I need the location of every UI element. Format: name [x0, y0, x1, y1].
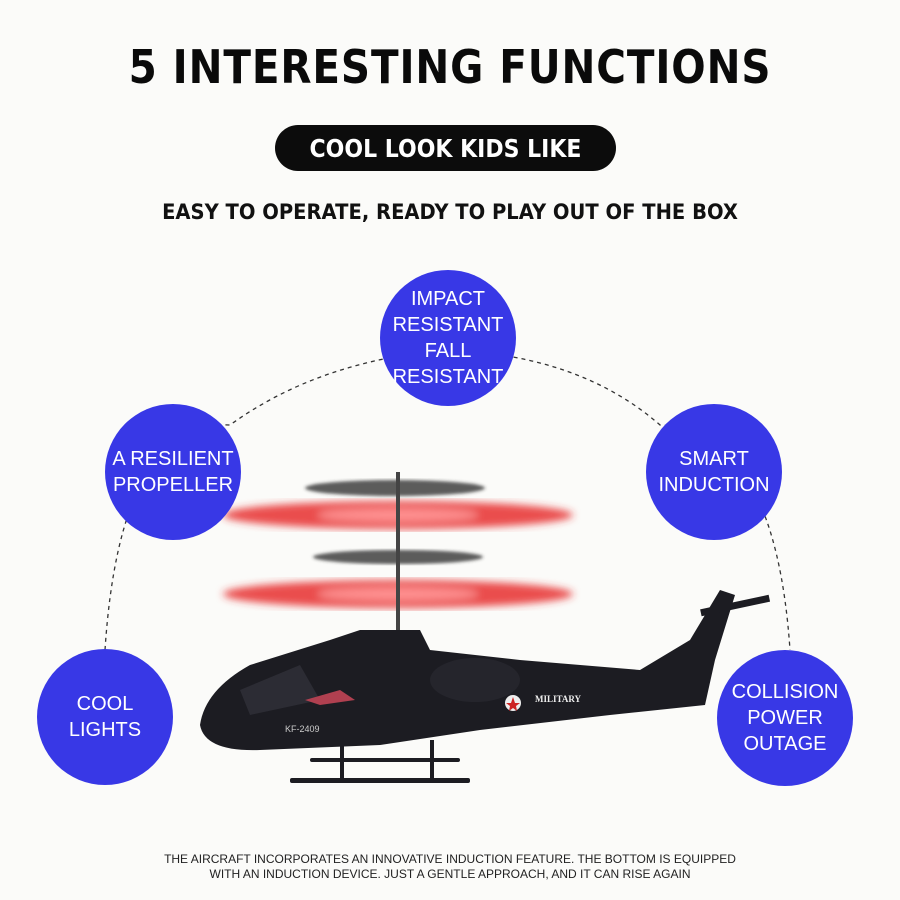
upper-rotor-dark — [305, 480, 485, 496]
subtitle: EASY TO OPERATE, READY TO PLAY OUT OF TH… — [162, 200, 738, 224]
feature-cool-lights: COOL LIGHTS — [37, 649, 173, 785]
footer-line-2: WITH AN INDUCTION DEVICE. JUST A GENTLE … — [209, 867, 691, 881]
feature-label: COLLISION POWER OUTAGE — [731, 681, 839, 755]
model-marking: KF-2409 — [285, 724, 320, 734]
page-title: 5 INTERESTING FUNCTIONS — [128, 40, 772, 94]
feature-label: COOL LIGHTS — [68, 693, 142, 741]
feature-resilient-propeller: A RESILIENT PROPELLER — [105, 404, 241, 540]
feature-label: A RESILIENT PROPELLER — [112, 448, 234, 496]
feature-label: IMPACT RESISTANT FALL RESISTANT — [392, 288, 504, 388]
military-marking: MILITARY — [535, 694, 582, 704]
badge-label: COOL LOOK KIDS LIKE — [309, 133, 582, 163]
badge-pill: COOL LOOK KIDS LIKE — [275, 125, 616, 171]
feature-impact-resistant: IMPACT RESISTANT FALL RESISTANT — [380, 270, 516, 406]
feature-label: SMART INDUCTION — [658, 448, 770, 496]
feature-collision-power-outage: COLLISION POWER OUTAGE — [717, 650, 853, 786]
helicopter-body: MILITARY KF-2409 — [200, 590, 771, 783]
feature-smart-induction: SMART INDUCTION — [646, 404, 782, 540]
footer-description: THE AIRCRAFT INCORPORATES AN INNOVATIVE … — [0, 852, 900, 882]
footer-line-1: THE AIRCRAFT INCORPORATES AN INNOVATIVE … — [164, 852, 736, 866]
